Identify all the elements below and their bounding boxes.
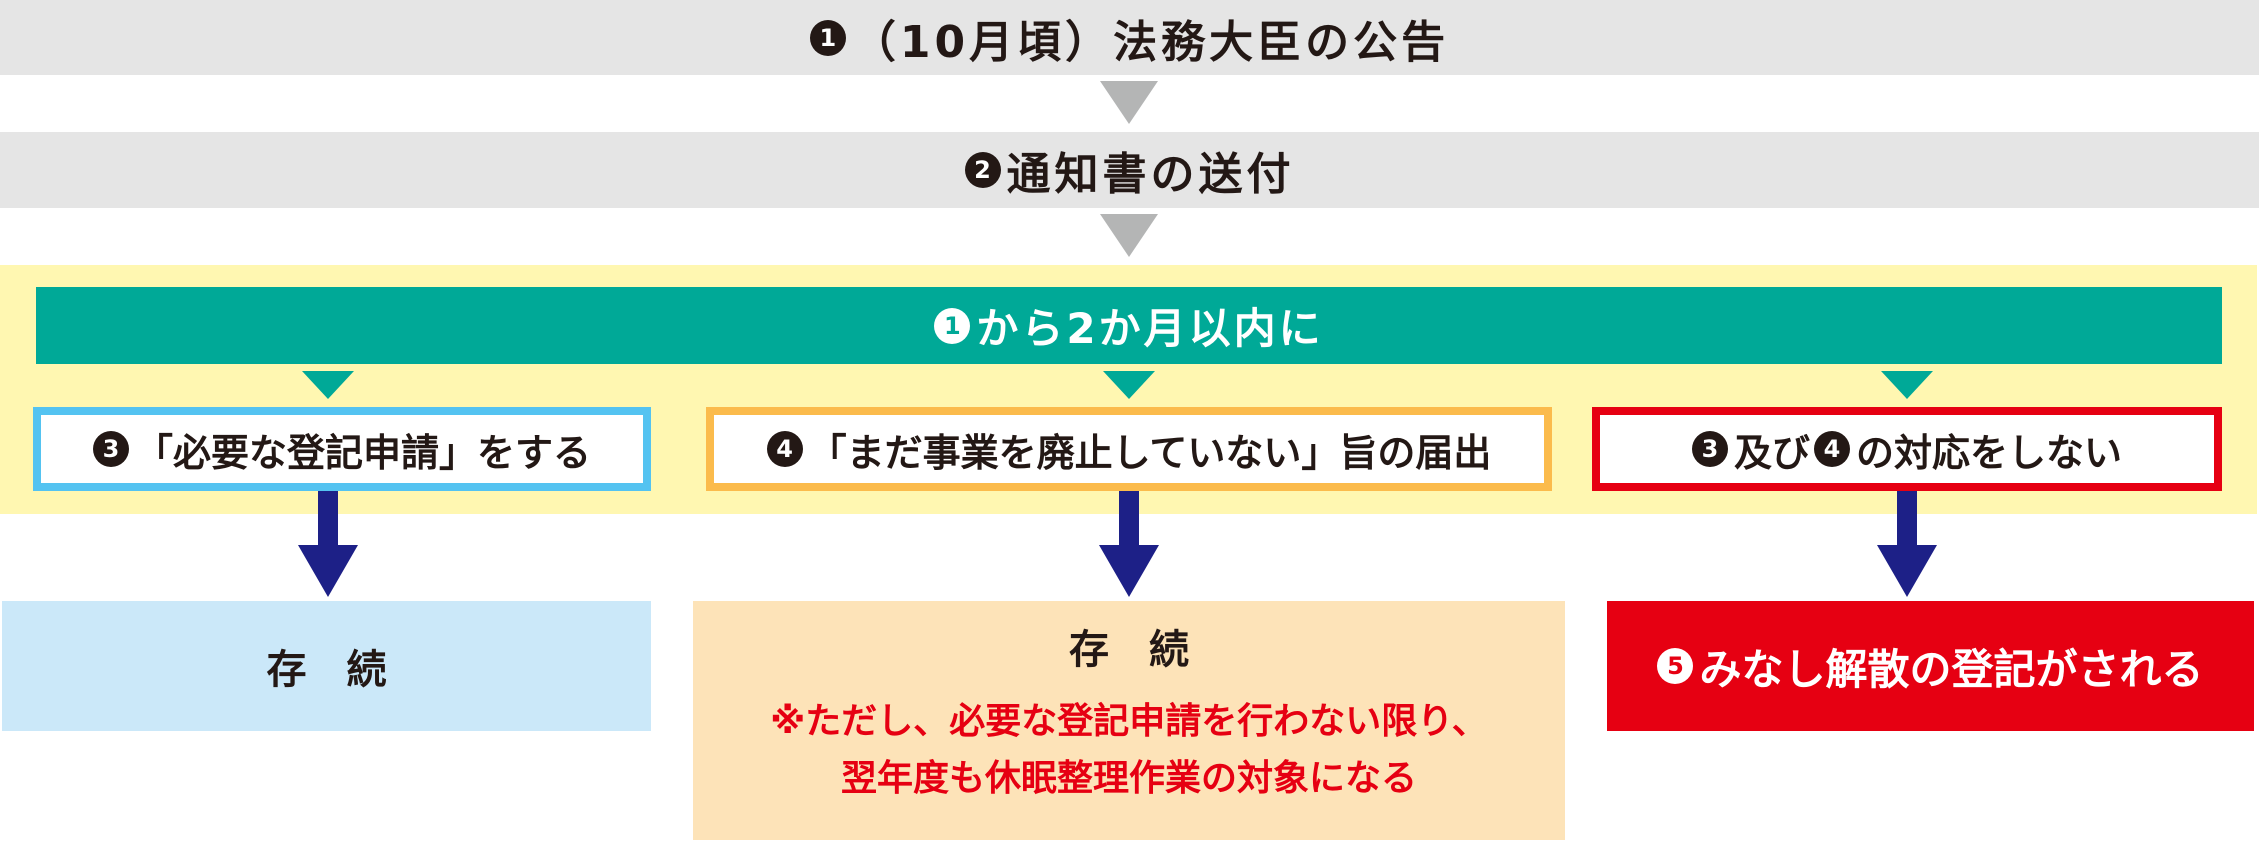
result-note: ※ただし、必要な登記申請を行わない限り、 翌年度も休眠整理作業の対象になる (693, 693, 1565, 807)
option-label-part: 及び (1733, 430, 1810, 475)
down-triangle-icon (302, 371, 354, 399)
down-arrow-icon (1877, 545, 1937, 597)
step2-notice-bar: 2 通知書の送付 (0, 132, 2259, 208)
down-triangle-icon (1103, 371, 1155, 399)
step1-label: （10月頃）法務大臣の公告 (851, 16, 1450, 68)
option-label-part: の対応をしない (1856, 430, 2123, 475)
result-label: 存 続 (1069, 627, 1189, 673)
result-continue-box: 存 続 (2, 601, 651, 731)
deadline-label: から2か月以内に (976, 304, 1324, 353)
down-arrow-shaft (1897, 491, 1917, 547)
result-label: みなし解散の登記がされる (1699, 644, 2204, 694)
note-line: ※ただし、必要な登記申請を行わない限り、 (770, 701, 1488, 742)
step1-announcement-bar: 1 （10月頃）法務大臣の公告 (0, 0, 2259, 75)
down-arrow-shaft (318, 491, 338, 547)
step-number-badge: 3 (92, 431, 129, 467)
note-line: 翌年度も休眠整理作業の対象になる (840, 758, 1417, 799)
result-continue-with-note-box: 存 続 ※ただし、必要な登記申請を行わない限り、 翌年度も休眠整理作業の対象にな… (693, 601, 1565, 840)
down-triangle-icon (1100, 214, 1158, 257)
result-label: 存 続 (266, 647, 387, 693)
step-number-badge: 1 (809, 19, 846, 56)
down-arrow-icon (298, 545, 358, 597)
step-number-badge: 2 (964, 152, 1001, 188)
step-number-badge: 1 (934, 307, 971, 344)
option-notify-box: 4 「まだ事業を廃止していない」旨の届出 (706, 407, 1552, 491)
down-triangle-icon (1100, 81, 1158, 124)
step-number-badge: 4 (1814, 431, 1850, 467)
option-label: 「まだ事業を廃止していない」旨の届出 (808, 430, 1492, 475)
option-register-box: 3 「必要な登記申請」をする (33, 407, 651, 491)
down-arrow-shaft (1119, 491, 1139, 547)
deadline-bar: 1 から2か月以内に (36, 287, 2222, 364)
step-number-badge: 5 (1657, 648, 1694, 684)
down-triangle-icon (1881, 371, 1933, 399)
option-label: 「必要な登記申請」をする (134, 430, 591, 475)
step-number-badge: 4 (766, 431, 803, 467)
option-no-action-box: 3 及び 4 の対応をしない (1592, 407, 2222, 491)
result-deemed-dissolution-box: 5 みなし解散の登記がされる (1607, 601, 2254, 731)
step2-label: 通知書の送付 (1006, 149, 1295, 200)
down-arrow-icon (1099, 545, 1159, 597)
step-number-badge: 3 (1691, 431, 1728, 467)
